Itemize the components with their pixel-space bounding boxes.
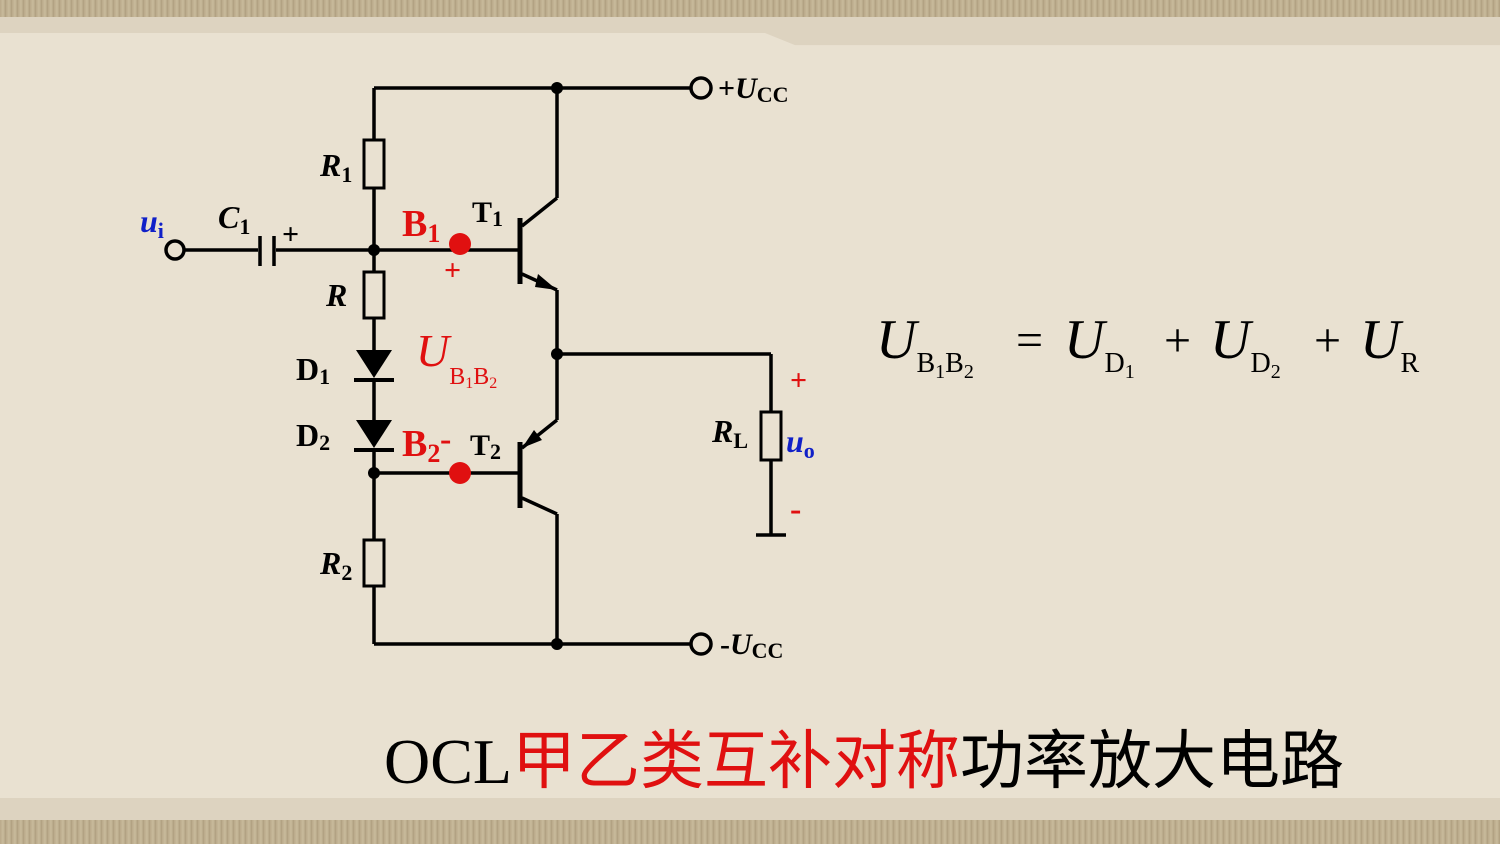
formula-term-ur: UR bbox=[1360, 309, 1419, 379]
t2-emitter-arrow bbox=[522, 430, 542, 448]
b2-minus-sign: - bbox=[440, 421, 451, 458]
slide-caption: OCL甲乙类互补对称功率放大电路 bbox=[384, 722, 1344, 802]
formula: UB1B2 = UD1 + UD2 + UR bbox=[876, 309, 1419, 383]
ub1b2-label: UB1B2 bbox=[416, 325, 497, 392]
b1-plus-sign: + bbox=[444, 254, 461, 287]
vcc-pos-label: +UCC bbox=[718, 72, 789, 107]
terminals bbox=[164, 76, 713, 656]
formula-plus-2: + bbox=[1314, 314, 1341, 367]
formula-lhs: UB1B2 bbox=[876, 309, 974, 383]
formula-term-ud2: UD2 bbox=[1210, 309, 1281, 383]
top-decor-bar bbox=[0, 0, 1500, 17]
diodes bbox=[354, 350, 394, 452]
d2-label: D2 bbox=[296, 417, 330, 455]
resistors bbox=[362, 138, 783, 588]
b2-label: B2 bbox=[402, 423, 440, 468]
caption-prefix: OCL bbox=[384, 726, 512, 797]
bottom-decor-band bbox=[0, 798, 1500, 820]
output-minus-sign: - bbox=[790, 491, 801, 528]
capacitor-c1 bbox=[258, 236, 276, 266]
junction-dots bbox=[368, 82, 563, 650]
rl-label: RL bbox=[711, 413, 748, 453]
c1-plus-sign: + bbox=[282, 218, 299, 251]
formula-equals: = bbox=[1016, 314, 1043, 367]
b1-marker-dot bbox=[449, 233, 471, 255]
input-terminal bbox=[164, 239, 186, 261]
ui-label: ui bbox=[140, 203, 164, 243]
t1-emitter-arrow bbox=[535, 274, 557, 290]
caption-suffix: 功率放大电路 bbox=[960, 726, 1344, 797]
diode-d2-icon bbox=[356, 420, 392, 448]
formula-plus-1: + bbox=[1164, 314, 1191, 367]
t2-label: T2 bbox=[470, 429, 501, 464]
b2-marker-dot bbox=[449, 462, 471, 484]
slide-panel bbox=[0, 33, 1500, 796]
uo-label: uo bbox=[786, 423, 815, 463]
wires bbox=[184, 86, 786, 646]
r1-label: R1 bbox=[319, 147, 352, 187]
t1-label: T1 bbox=[472, 196, 503, 231]
d1-label: D1 bbox=[296, 351, 330, 389]
r2-label: R2 bbox=[319, 545, 352, 585]
resistor-r1 bbox=[362, 138, 386, 190]
vcc-neg-label: -UCC bbox=[720, 628, 783, 663]
caption-highlight: 甲乙类互补对称 bbox=[512, 726, 960, 797]
vcc-neg-terminal bbox=[689, 632, 713, 656]
bottom-decor-bar bbox=[0, 820, 1500, 844]
diode-d1-icon bbox=[356, 350, 392, 378]
c1-label: C1 bbox=[218, 199, 250, 239]
resistor-r2 bbox=[362, 538, 386, 588]
resistor-r bbox=[362, 270, 386, 320]
r-label: R bbox=[325, 277, 347, 313]
b1-label: B1 bbox=[402, 203, 440, 248]
resistor-rl bbox=[759, 410, 783, 462]
formula-term-ud1: UD1 bbox=[1064, 309, 1135, 383]
vcc-pos-terminal bbox=[689, 76, 713, 100]
output-plus-sign: + bbox=[790, 364, 807, 397]
